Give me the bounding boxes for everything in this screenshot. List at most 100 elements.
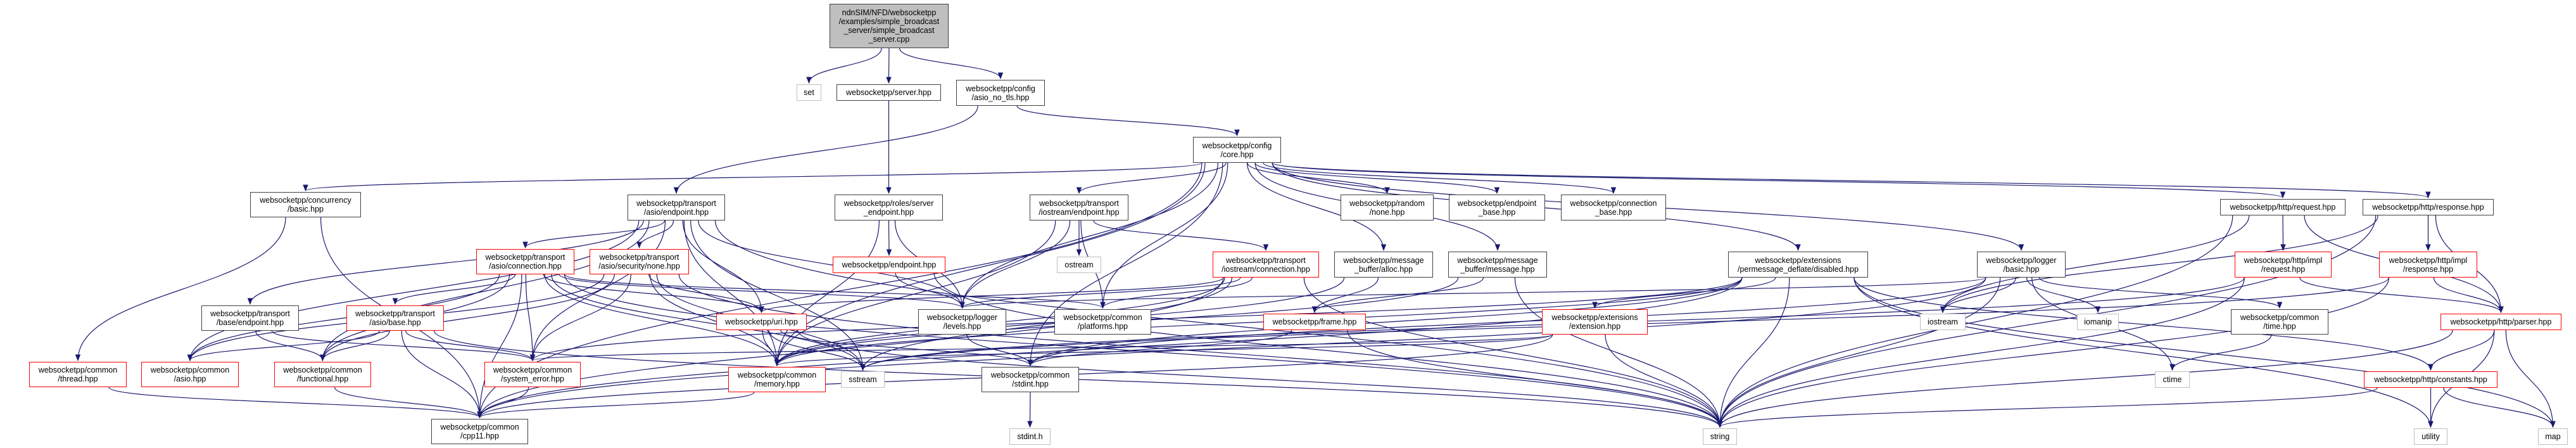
node-label-line: websocketpp/config [966,84,1035,93]
graph-node-http-request[interactable]: websocketpp/http/request.hpp [2220,199,2346,215]
node-label-line: websocketpp/logger [1986,255,2057,265]
edge-asio-connection-to-memory [544,274,780,367]
edge-endpoint-hpp-to-string [933,272,1723,428]
graph-node-stdint-hpp[interactable]: websocketpp/common/stdint.hpp [982,367,1079,392]
node-label-line: websocketpp/random [1349,198,1425,208]
node-label-line: websocketpp/transport [210,309,290,318]
graph-node-map[interactable]: map [2538,428,2568,445]
graph-node-asio-endpoint[interactable]: websocketpp/transport/asio/endpoint.hpp [628,195,725,221]
graph-node-iostream-endpoint[interactable]: websocketpp/transport/iostream/endpoint.… [1030,195,1128,221]
graph-node-utility[interactable]: utility [2414,428,2447,445]
node-label-line: /system_error.hpp [500,374,565,383]
graph-node-iostream-connection[interactable]: websocketpp/transport/iostream/connectio… [1213,252,1319,278]
node-label-line: ostream [1064,260,1094,269]
edge-logger-basic-to-iostream [1940,277,2016,314]
graph-node-security-none[interactable]: websocketpp/transport/asio/security/none… [590,249,689,274]
graph-node-string[interactable]: string [1703,428,1737,445]
edge-pmd-disabled-to-constants [1853,277,2434,371]
graph-node-functional[interactable]: websocketpp/common/functional.hpp [274,362,371,387]
graph-node-sstream[interactable]: sstream [841,371,885,388]
node-label-line: /basic.hpp [2003,264,2040,274]
node-label-line: websocketpp/common [737,371,817,380]
graph-node-random-none[interactable]: websocketpp/random/none.hpp [1341,195,1434,221]
graph-node-logger-levels[interactable]: websocketpp/logger/levels.hpp [918,309,1006,335]
graph-node-mb-message[interactable]: websocketpp/message_buffer/message.hpp [1448,252,1547,278]
node-label-line: /base/endpoint.hpp [216,318,284,327]
edge-asio-endpoint-to-logger-levels [698,220,965,309]
node-label-line: /basic.hpp [287,205,324,214]
node-label-line: websocketpp/http/response.hpp [2372,203,2484,212]
graph-node-stdint-h[interactable]: stdint.h [1009,428,1051,445]
graph-node-ctime[interactable]: ctime [2155,371,2190,388]
graph-node-server-endpoint[interactable]: websocketpp/roles/server_endpoint.hpp [835,195,943,221]
edge-parser-to-string [1717,330,2453,428]
graph-node-http-response[interactable]: websocketpp/http/response.hpp [2363,199,2494,215]
graph-node-main[interactable]: ndnSIM/NFD/websocketpp/examples/simple_b… [830,4,949,48]
graph-node-pmd-disabled[interactable]: websocketpp/extensions/permessage_deflat… [1728,252,1868,278]
edge-iostream-connection-to-string [1303,277,1723,428]
graph-node-base-endpoint[interactable]: websocketpp/transport/base/endpoint.hpp [201,305,299,331]
graph-node-frame[interactable]: websocketpp/frame.hpp [1263,314,1366,330]
graph-node-impl-response[interactable]: websocketpp/http/impl/response.hpp [2379,252,2477,278]
graph-node-impl-request[interactable]: websocketpp/http/impl/request.hpp [2235,252,2332,278]
node-label-line: websocketpp/config [1202,141,1272,150]
node-label-line: _endpoint.hpp [863,207,914,217]
node-label-line: /cpp11.hpp [460,432,499,440]
edge-asio-endpoint-to-common-asio [187,220,640,362]
node-label-line: utility [2421,432,2440,441]
edge-server-endpoint-to-memory [774,220,880,367]
graph-node-constants[interactable]: websocketpp/http/constants.hpp [2364,371,2497,388]
graph-node-mb-alloc[interactable]: websocketpp/message_buffer/alloc.hpp [1334,252,1433,278]
graph-node-endpoint-hpp[interactable]: websocketpp/endpoint.hpp [833,257,945,273]
node-label-line: websocketpp/transport [1039,198,1119,208]
edge-http-request-to-iostream [1940,215,2250,314]
graph-node-platforms[interactable]: websocketpp/common/platforms.hpp [1054,309,1151,335]
graph-node-common-time[interactable]: websocketpp/common/time.hpp [2231,309,2328,335]
node-label-line: /asio.hpp [174,374,206,383]
node-label-line: websocketpp/transport [1226,255,1306,265]
graph-node-parser[interactable]: websocketpp/http/parser.hpp [2440,314,2561,330]
edge-core-to-endpoint-base [1254,162,1500,195]
node-label-line: websocketpp/extensions [1755,255,1841,265]
graph-node-server[interactable]: websocketpp/server.hpp [837,84,941,101]
graph-node-core[interactable]: websocketpp/config/core.hpp [1193,137,1281,163]
graph-node-extension[interactable]: websocketpp/extensions/extension.hpp [1542,309,1648,335]
graph-node-cpp11[interactable]: websocketpp/common/cpp11.hpp [431,419,528,444]
graph-node-endpoint-base[interactable]: websocketpp/endpoint_base.hpp [1449,195,1545,221]
graph-node-asio-no-tls[interactable]: websocketpp/config/asio_no_tls.hpp [956,80,1045,106]
graph-node-asio-connection[interactable]: websocketpp/transport/asio/connection.hp… [476,249,574,274]
graph-node-thread[interactable]: websocketpp/common/thread.hpp [29,362,127,387]
edge-layer [75,48,2556,428]
node-label-line: /stdint.hpp [1012,380,1049,388]
edge-asio-endpoint-to-functional [320,220,650,362]
edge-mb-message-to-string [1514,277,1723,428]
edge-asio-endpoint-to-memory [683,220,780,367]
node-label-line: websocketpp/extensions [1551,313,1638,322]
node-label-line: ctime [2162,375,2182,384]
node-label-line: websocketpp/common [38,366,118,374]
node-label-line: websocketpp/http/request.hpp [2230,203,2336,212]
node-label-line: iomanip [2084,317,2112,326]
edge-asio-endpoint-to-uri [682,220,764,314]
graph-node-connection-base[interactable]: websocketpp/connection_base.hpp [1561,195,1666,221]
graph-node-set[interactable]: set [797,84,821,101]
edge-iostream-endpoint-to-iostream-connection [1093,220,1269,252]
graph-node-ostream[interactable]: ostream [1057,257,1101,273]
node-label-line: /core.hpp [1220,150,1254,159]
graph-node-concurrency-basic[interactable]: websocketpp/concurrency/basic.hpp [250,192,361,217]
node-label-line: /request.hpp [2261,264,2306,274]
graph-node-uri[interactable]: websocketpp/uri.hpp [716,314,807,330]
edge-base-endpoint-to-system-error [271,330,536,362]
graph-node-memory[interactable]: websocketpp/common/memory.hpp [728,367,826,392]
node-label-line: /time.hpp [2263,322,2296,331]
graph-node-iomanip[interactable]: iomanip [2077,314,2119,330]
graph-node-logger-basic[interactable]: websocketpp/logger/basic.hpp [1977,252,2066,278]
node-label-line: /functional.hpp [296,374,349,383]
edge-impl-request-to-string [1717,277,2245,428]
graph-node-iostream[interactable]: iostream [1920,314,1966,330]
graph-node-common-asio[interactable]: websocketpp/common/asio.hpp [141,362,239,387]
graph-node-system-error[interactable]: websocketpp/common/system_error.hpp [484,362,581,387]
edge-asio-connection-to-platforms [564,274,1106,309]
graph-node-asio-base[interactable]: websocketpp/transport/asio/base.hpp [346,305,444,331]
edge-core-to-concurrency-basic [303,162,1203,192]
